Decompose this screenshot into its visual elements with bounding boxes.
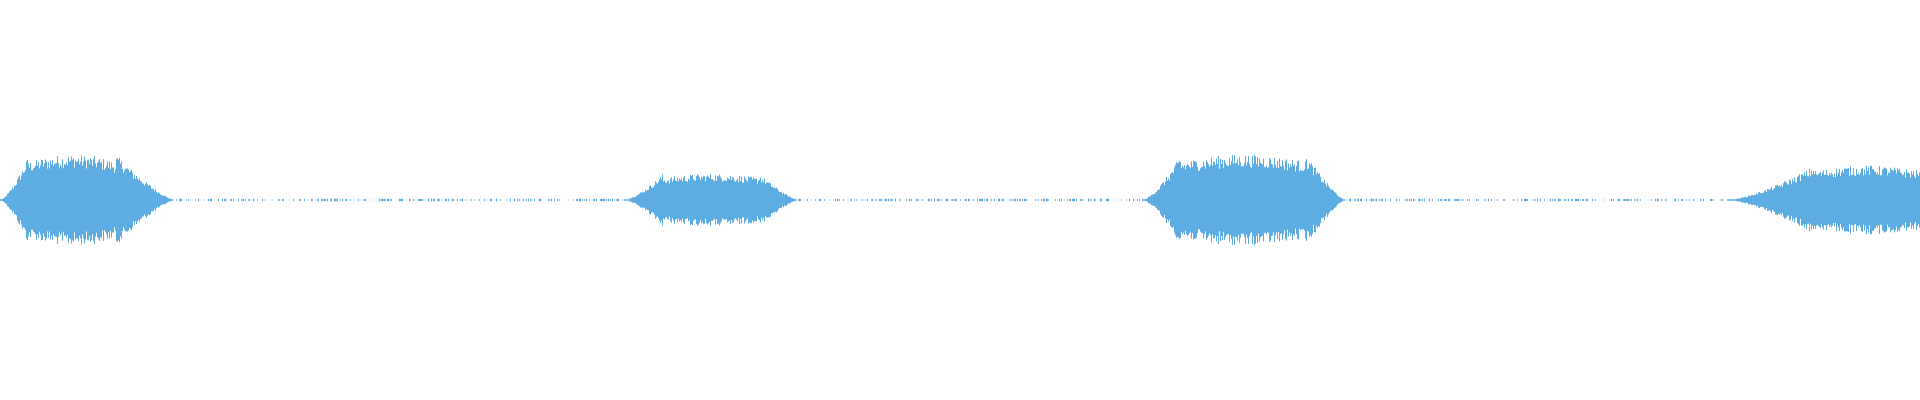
waveform-trace: [0, 154, 1920, 246]
waveform-samples: [0, 154, 1920, 246]
